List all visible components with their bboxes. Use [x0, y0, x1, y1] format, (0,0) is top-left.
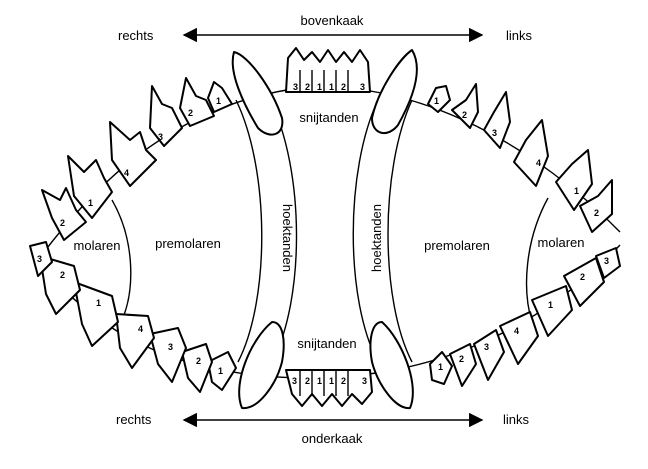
upper-jaw-label: bovenkaak — [301, 13, 364, 28]
upper-incisor-number-4: 1 — [329, 82, 334, 92]
incisors-label-top: snijtanden — [299, 110, 358, 125]
molars-label-left: molaren — [74, 238, 121, 253]
upper-incisor-number-2: 2 — [305, 82, 310, 92]
canine-column-right — [352, 99, 379, 363]
lower-incisor-number-2: 2 — [305, 376, 310, 386]
upper-left-canine — [371, 49, 418, 134]
lower-incisor-number-5: 2 — [341, 376, 346, 386]
upper-left-premolar-1: 1 — [434, 96, 439, 106]
upper-right-molar-1: 1 — [88, 198, 93, 208]
right-label-bottom: rechts — [116, 412, 152, 427]
lower-incisors — [285, 369, 373, 407]
molar-divider-right — [525, 197, 549, 323]
upper-right-premolar-1: 1 — [216, 96, 221, 106]
lower-left-premolar-2: 2 — [459, 354, 464, 364]
premolars-label-right: premolaren — [424, 238, 490, 253]
upper-incisor-number-3: 1 — [317, 82, 322, 92]
lower-right-premolar-1: 1 — [218, 366, 223, 376]
upper-left-premolar-2: 2 — [462, 110, 467, 120]
lower-left-premolar-4: 4 — [514, 326, 519, 336]
lower-left-molar-3: 3 — [604, 256, 609, 266]
lower-incisor-number-1: 3 — [292, 376, 297, 386]
lower-right-molar-2: 2 — [60, 270, 65, 280]
lower-right-premolar-2: 2 — [196, 356, 201, 366]
lower-right-premolar-4: 4 — [138, 324, 143, 334]
lower-jaw-label: onderkaak — [302, 431, 363, 446]
lower-right-molar-1: 1 — [96, 298, 101, 308]
left-label-top: links — [506, 28, 533, 43]
canines-label-left: hoektanden — [280, 204, 295, 272]
lower-left-canine — [369, 321, 414, 410]
lower-left-premolar-3: 3 — [484, 342, 489, 352]
left-label-bottom: links — [503, 412, 530, 427]
upper-left-molar-2: 2 — [594, 208, 599, 218]
canine-column-left — [235, 99, 263, 363]
lower-incisor-number-3: 1 — [317, 376, 322, 386]
incisors-label-bottom: snijtanden — [297, 336, 356, 351]
upper-incisor-number-5: 2 — [341, 82, 346, 92]
canine-column-right-inner — [387, 99, 413, 363]
upper-incisors — [285, 47, 371, 93]
lower-right-canine — [238, 321, 285, 410]
lower-left-premolar-1: 1 — [438, 362, 443, 372]
lower-left-molar-2: 2 — [580, 272, 585, 282]
lower-incisor-number-4: 1 — [329, 376, 334, 386]
upper-right-premolar-2: 2 — [188, 108, 193, 118]
upper-right-teeth — [41, 77, 233, 241]
canines-label-right: hoektanden — [369, 204, 384, 272]
molars-label-right: molaren — [538, 235, 585, 250]
lower-right-molar-3: 3 — [37, 254, 42, 264]
upper-right-molar-2: 2 — [60, 218, 65, 228]
premolars-label-left: premolaren — [155, 236, 221, 251]
lower-left-teeth — [429, 247, 621, 387]
upper-left-premolar-4: 4 — [536, 158, 541, 168]
upper-left-molar-1: 1 — [574, 186, 579, 196]
upper-right-premolar-4: 4 — [124, 168, 129, 178]
upper-left-premolar-3: 3 — [492, 128, 497, 138]
upper-right-premolar-3: 3 — [158, 132, 163, 142]
lower-incisor-number-6: 3 — [362, 376, 367, 386]
upper-right-canine — [231, 51, 284, 136]
lower-right-premolar-3: 3 — [168, 342, 173, 352]
upper-incisor-number-1: 3 — [293, 82, 298, 92]
upper-left-teeth — [427, 83, 613, 233]
upper-incisor-number-6: 3 — [360, 82, 365, 92]
right-label-top: rechts — [118, 28, 154, 43]
molar-divider-left — [111, 199, 132, 321]
lower-left-molar-1: 1 — [548, 300, 553, 310]
lower-right-teeth — [29, 241, 237, 393]
